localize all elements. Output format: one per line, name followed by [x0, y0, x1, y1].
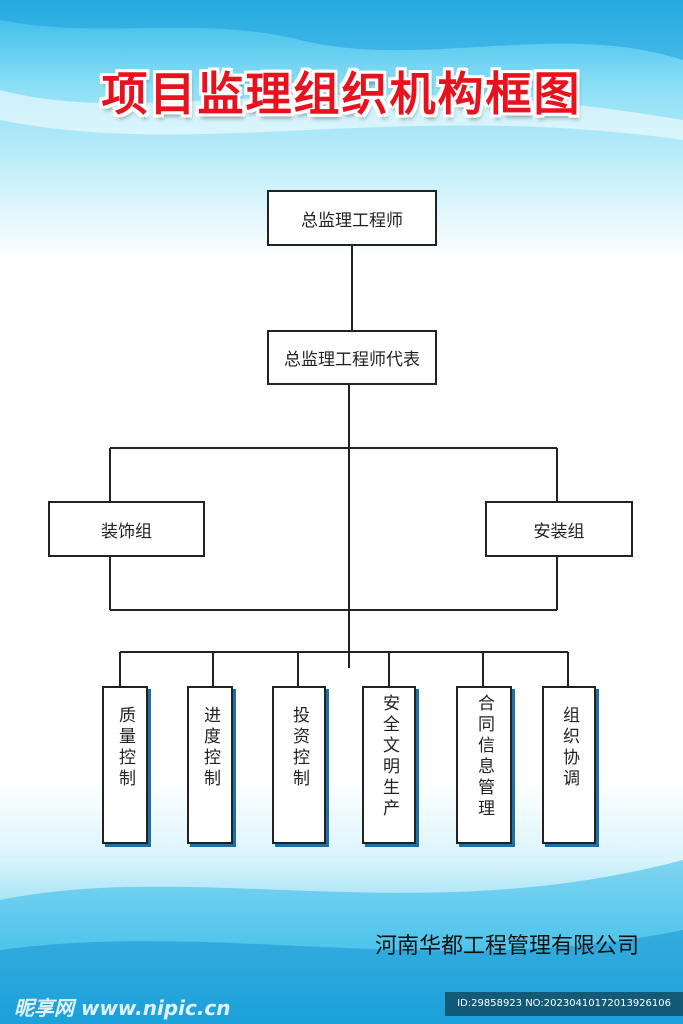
node-contract-info-management: 合同信息管理 [456, 686, 512, 844]
node-label: 总监理工程师代表 [284, 350, 420, 370]
node-label: 总监理工程师 [301, 210, 403, 231]
node-quality-control: 质量控制 [102, 686, 148, 844]
node-label: 投资控制 [289, 706, 309, 790]
node-installation-group: 安装组 [485, 501, 633, 557]
node-label: 装饰组 [101, 521, 152, 542]
node-label: 安装组 [533, 521, 585, 542]
node-label: 进度控制 [200, 706, 220, 790]
node-progress-control: 进度控制 [187, 686, 233, 844]
company-name: 河南华都工程管理有限公司 [374, 934, 639, 959]
node-label: 安全文明生产 [379, 694, 399, 820]
watermark-site: 昵享网 www.nipic.cn [14, 996, 231, 1020]
node-chief-engineer: 总监理工程师 [267, 190, 437, 246]
node-safety-production: 安全文明生产 [362, 686, 416, 844]
node-chief-engineer-representative: 总监理工程师代表 [267, 330, 437, 385]
node-investment-control: 投资控制 [272, 686, 326, 844]
node-label: 质量控制 [115, 706, 135, 790]
node-organization-coordination: 组织协调 [542, 686, 596, 844]
node-label: 组织协调 [559, 706, 579, 790]
page-title: 项目监理组织机构框图 [101, 67, 582, 121]
node-decoration-group: 装饰组 [48, 501, 205, 557]
node-label: 合同信息管理 [474, 694, 494, 820]
watermark-id: ID:29858923 NO:20230410172013926106 [445, 992, 683, 1016]
